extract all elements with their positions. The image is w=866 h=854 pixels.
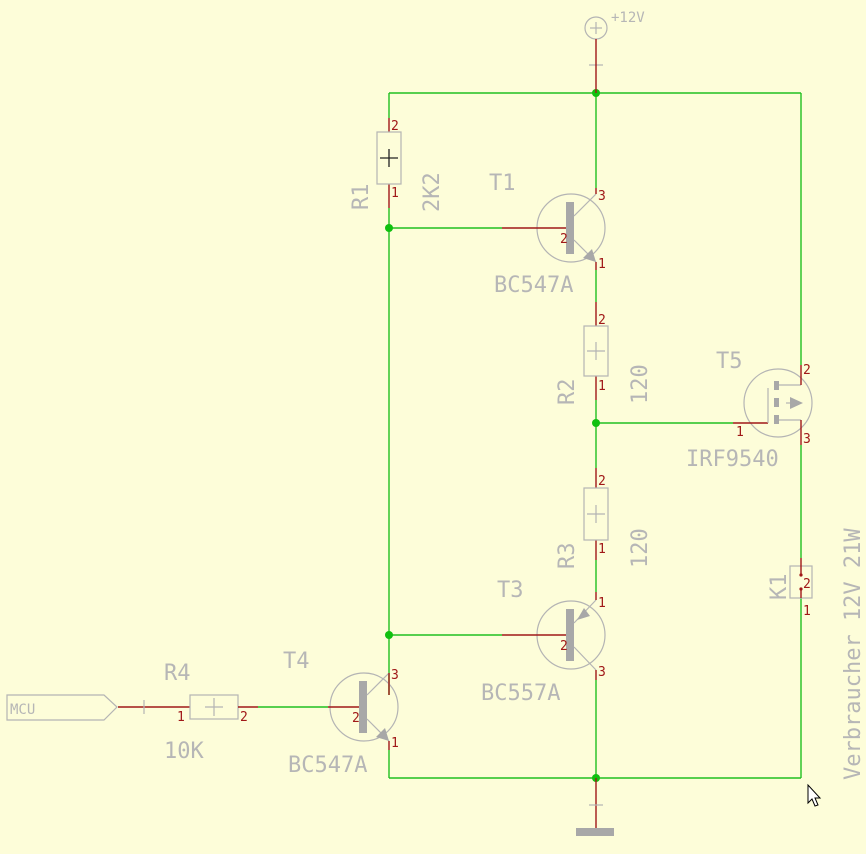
r3-pin-2: 2 xyxy=(598,474,606,489)
r1-pin-1: 1 xyxy=(391,186,399,201)
t5-ref: T5 xyxy=(716,349,743,374)
mosfet-t5[interactable]: 2 1 3 T5 IRF9540 xyxy=(686,349,813,472)
t3-pin-1: 1 xyxy=(598,596,606,611)
connector-k1[interactable]: 2 1 K1 xyxy=(767,558,813,619)
r2-pin-1: 1 xyxy=(598,379,606,394)
t1-ref: T1 xyxy=(489,171,516,196)
mcu-input-port[interactable]: MCU xyxy=(6,694,118,721)
r1-pin-2: 2 xyxy=(391,119,399,134)
t1-pin-3: 3 xyxy=(598,189,606,204)
mcu-port-label: MCU xyxy=(10,702,35,718)
load-label: Verbraucher 12V 21W xyxy=(841,528,866,780)
t4-pin-1: 1 xyxy=(391,736,399,751)
supply-label: +12V xyxy=(611,10,645,26)
junction-r1-t1 xyxy=(385,224,393,232)
resistor-r2[interactable]: 2 1 R2 120 xyxy=(555,302,653,405)
ground-symbol xyxy=(576,778,614,836)
r2-ref: R2 xyxy=(555,379,580,406)
junction-gate xyxy=(592,419,600,427)
t4-pin-3: 3 xyxy=(391,668,399,683)
transistor-t3[interactable]: 1 2 3 T3 BC557A xyxy=(481,578,606,706)
t1-value: BC547A xyxy=(494,273,573,298)
r3-value: 120 xyxy=(628,528,653,568)
r4-value: 10K xyxy=(164,739,204,764)
t3-pin-3: 3 xyxy=(598,665,606,680)
r3-pin-1: 1 xyxy=(598,542,606,557)
t1-pin-2: 2 xyxy=(560,232,568,247)
resistor-r4[interactable]: 1 2 R4 10K xyxy=(118,661,258,764)
r3-ref: R3 xyxy=(555,543,580,570)
r1-ref: R1 xyxy=(349,184,374,211)
r4-pin-1: 1 xyxy=(177,710,185,725)
k1-ref: K1 xyxy=(767,574,792,601)
resistor-r3[interactable]: 2 1 R3 120 xyxy=(555,468,653,569)
ground-bar-icon xyxy=(576,828,614,836)
k1-pin-1: 1 xyxy=(803,604,811,619)
wires xyxy=(258,92,802,779)
r4-ref: R4 xyxy=(164,661,191,686)
t1-pin-1: 1 xyxy=(598,257,606,272)
r2-value: 120 xyxy=(628,364,653,404)
transistor-t4[interactable]: 3 2 1 T4 BC547A xyxy=(283,649,399,778)
t5-pin-1: 1 xyxy=(736,425,744,440)
r4-pin-2: 2 xyxy=(240,710,248,725)
supply-12v[interactable]: +12V xyxy=(584,10,645,93)
t3-pin-2: 2 xyxy=(560,639,568,654)
transistor-t1[interactable]: 3 2 1 T1 BC547A xyxy=(489,171,606,298)
t3-ref: T3 xyxy=(497,578,524,603)
t3-value: BC557A xyxy=(481,681,560,706)
t4-value: BC547A xyxy=(288,753,367,778)
junction-t3-base xyxy=(385,631,393,639)
r1-value: 2K2 xyxy=(420,172,445,212)
t4-pin-2: 2 xyxy=(352,711,360,726)
r2-pin-2: 2 xyxy=(598,313,606,328)
k1-pin-2: 2 xyxy=(803,577,811,592)
mouse-cursor-icon xyxy=(807,783,822,807)
resistor-r1[interactable]: 2 1 R1 2K2 xyxy=(349,118,445,212)
t5-value: IRF9540 xyxy=(686,447,779,472)
t4-ref: T4 xyxy=(283,649,310,674)
junctions xyxy=(385,89,600,782)
t5-pin-3: 3 xyxy=(803,432,811,447)
t5-pin-2: 2 xyxy=(803,363,811,378)
